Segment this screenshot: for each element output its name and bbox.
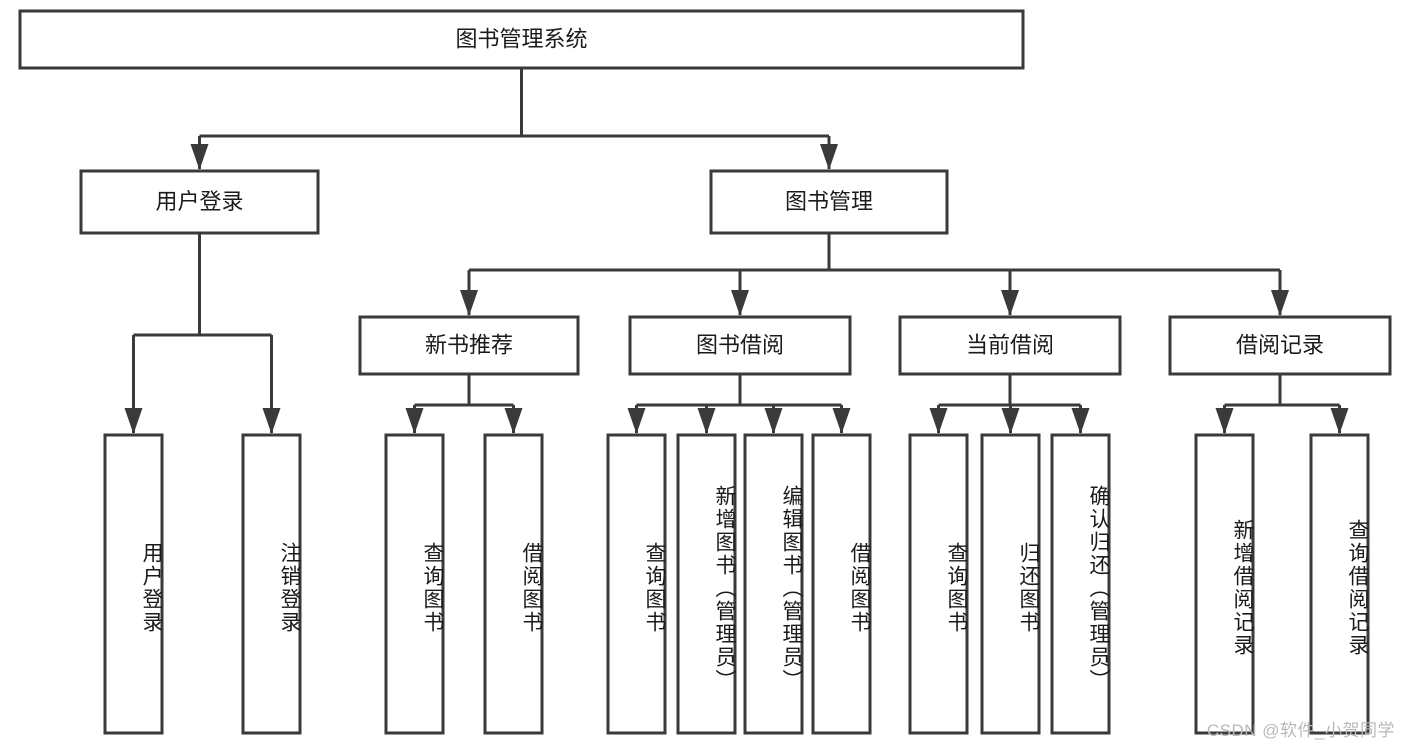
arrow-down-icon-leaf-return-book (1001, 408, 1020, 434)
arrow-down-icon-leaf-edit-book (764, 408, 783, 434)
node-box-leaf-query-book-3[interactable] (908, 433, 969, 735)
node-box-leaf-return-book[interactable] (980, 433, 1041, 735)
node-label-user-login: 用户登录 (155, 189, 243, 214)
arrow-down-icon-new-book-recommend (460, 290, 478, 316)
arrow-down-icon-borrow-records (1271, 290, 1289, 316)
arrow-down-icon-leaf-add-record (1215, 408, 1234, 434)
node-label-current-borrowing: 当前借阅 (966, 332, 1054, 357)
node-box-root[interactable] (18, 9, 1025, 70)
node-box-leaf-query-record[interactable] (1309, 433, 1370, 735)
node-box-user-login[interactable] (79, 169, 320, 235)
node-box-leaf-confirm-return[interactable] (1050, 433, 1111, 735)
watermark: CSDN @软件_小贺同学 (1206, 721, 1395, 740)
arrow-down-icon-leaf-query-book-1 (405, 408, 424, 434)
node-box-new-book-recommend[interactable] (358, 315, 580, 376)
arrow-down-icon-leaf-query-book-3 (929, 408, 948, 434)
node-box-leaf-add-record[interactable] (1194, 433, 1255, 735)
arrow-down-icon-leaf-query-book-2 (627, 408, 646, 434)
node-label-root: 图书管理系统 (455, 26, 587, 51)
arrow-down-icon-leaf-borrow-book-1 (504, 408, 523, 434)
box-layer (18, 9, 1392, 735)
arrow-down-icon-leaf-logout (262, 408, 281, 434)
arrow-down-icon-book-management (820, 144, 838, 170)
node-label-new-book-recommend: 新书推荐 (425, 332, 513, 357)
node-box-leaf-user-login[interactable] (103, 433, 164, 735)
node-box-leaf-logout[interactable] (241, 433, 302, 735)
arrow-down-icon-leaf-add-book (697, 408, 716, 434)
node-box-leaf-borrow-book-2[interactable] (811, 433, 872, 735)
connector-layer (124, 68, 1349, 434)
node-box-leaf-edit-book[interactable] (743, 433, 804, 735)
node-box-leaf-add-book[interactable] (676, 433, 737, 735)
node-box-leaf-query-book-1[interactable] (384, 433, 445, 735)
arrow-down-icon-leaf-borrow-book-2 (832, 408, 851, 434)
node-box-leaf-query-book-2[interactable] (606, 433, 667, 735)
arrow-down-icon-leaf-confirm-return (1071, 408, 1090, 434)
node-box-book-borrowing[interactable] (628, 315, 852, 376)
arrow-down-icon-leaf-user-login (124, 408, 143, 434)
node-box-book-management[interactable] (709, 169, 949, 235)
node-box-current-borrowing[interactable] (898, 315, 1122, 376)
node-label-borrow-records: 借阅记录 (1236, 332, 1324, 357)
node-box-borrow-records[interactable] (1168, 315, 1392, 376)
arrow-down-icon-leaf-query-record (1330, 408, 1349, 434)
arrow-down-icon-book-borrowing (731, 290, 749, 316)
arrow-down-icon-user-login (190, 144, 209, 170)
arrow-down-icon-current-borrowing (1001, 290, 1019, 316)
node-label-book-borrowing: 图书借阅 (696, 332, 784, 357)
node-box-leaf-borrow-book-1[interactable] (483, 433, 544, 735)
node-label-book-management: 图书管理 (785, 189, 873, 214)
